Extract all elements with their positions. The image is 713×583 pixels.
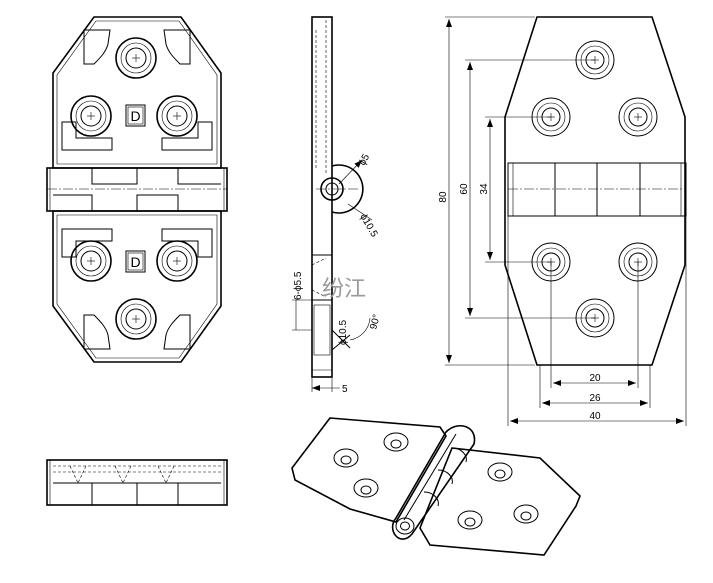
label-countersink-angle: 90° (368, 313, 383, 330)
front-mark-top: D (130, 108, 140, 124)
dim-width-inner-holes: 20 (589, 373, 601, 384)
label-countersink-diameter: ϕ10.5 (338, 319, 349, 345)
label-big-circle: ϕ10.5 (357, 212, 379, 240)
edge-view (46, 459, 228, 506)
dim-height-total: 80 (438, 191, 449, 203)
watermark: 纷江 (322, 277, 366, 302)
label-countersink-hole: 6-ϕ5.5 (293, 271, 304, 300)
dimensioned-view: 80 60 34 20 26 40 (438, 16, 687, 426)
dim-width-outer-holes: 26 (589, 393, 601, 404)
front-view: D D (46, 16, 228, 363)
label-thickness: 5 (342, 384, 348, 395)
dim-width-total: 40 (589, 411, 601, 422)
front-mark-bottom: D (130, 254, 140, 270)
label-small-circle: ϕ5 (357, 152, 372, 168)
dim-height-outer-holes: 60 (459, 183, 470, 195)
dim-height-inner-holes: 34 (479, 183, 490, 195)
isometric-view (291, 417, 581, 556)
side-view: ϕ5 ϕ10.5 6-ϕ5.5 ϕ10.5 90° 5 纷江 (292, 16, 383, 395)
